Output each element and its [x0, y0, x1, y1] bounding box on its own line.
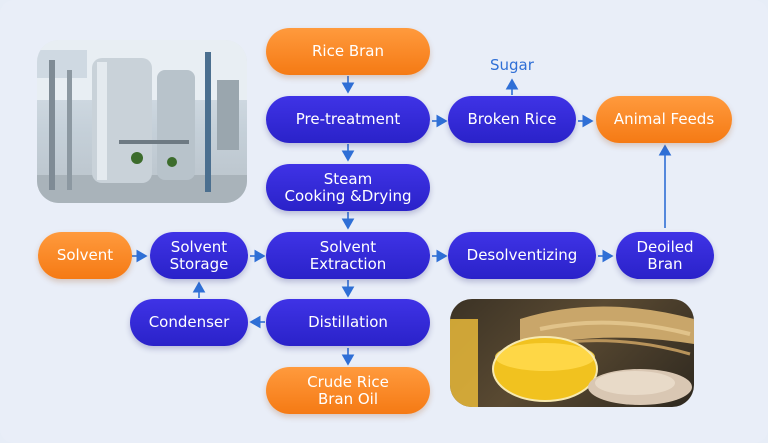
- node-solvent-extraction: Solvent Extraction: [266, 232, 430, 279]
- node-distillation: Distillation: [266, 299, 430, 346]
- node-condenser: Condenser: [130, 299, 248, 346]
- node-steam-cooking-drying: Steam Cooking &Drying: [266, 164, 430, 211]
- node-deoiled-bran: Deoiled Bran: [616, 232, 714, 279]
- node-solvent-storage: Solvent Storage: [150, 232, 248, 279]
- extraction-plant-photo: [37, 40, 247, 203]
- node-crude-rice-bran-oil: Crude Rice Bran Oil: [266, 367, 430, 414]
- node-pre-treatment: Pre-treatment: [266, 96, 430, 143]
- node-desolventizing: Desolventizing: [448, 232, 596, 279]
- node-rice-bran: Rice Bran: [266, 28, 430, 75]
- label-sugar: Sugar: [490, 56, 534, 74]
- rice-bran-oil-photo: [450, 299, 694, 407]
- node-animal-feeds: Animal Feeds: [596, 96, 732, 143]
- node-solvent: Solvent: [38, 232, 132, 279]
- node-broken-rice: Broken Rice: [448, 96, 576, 143]
